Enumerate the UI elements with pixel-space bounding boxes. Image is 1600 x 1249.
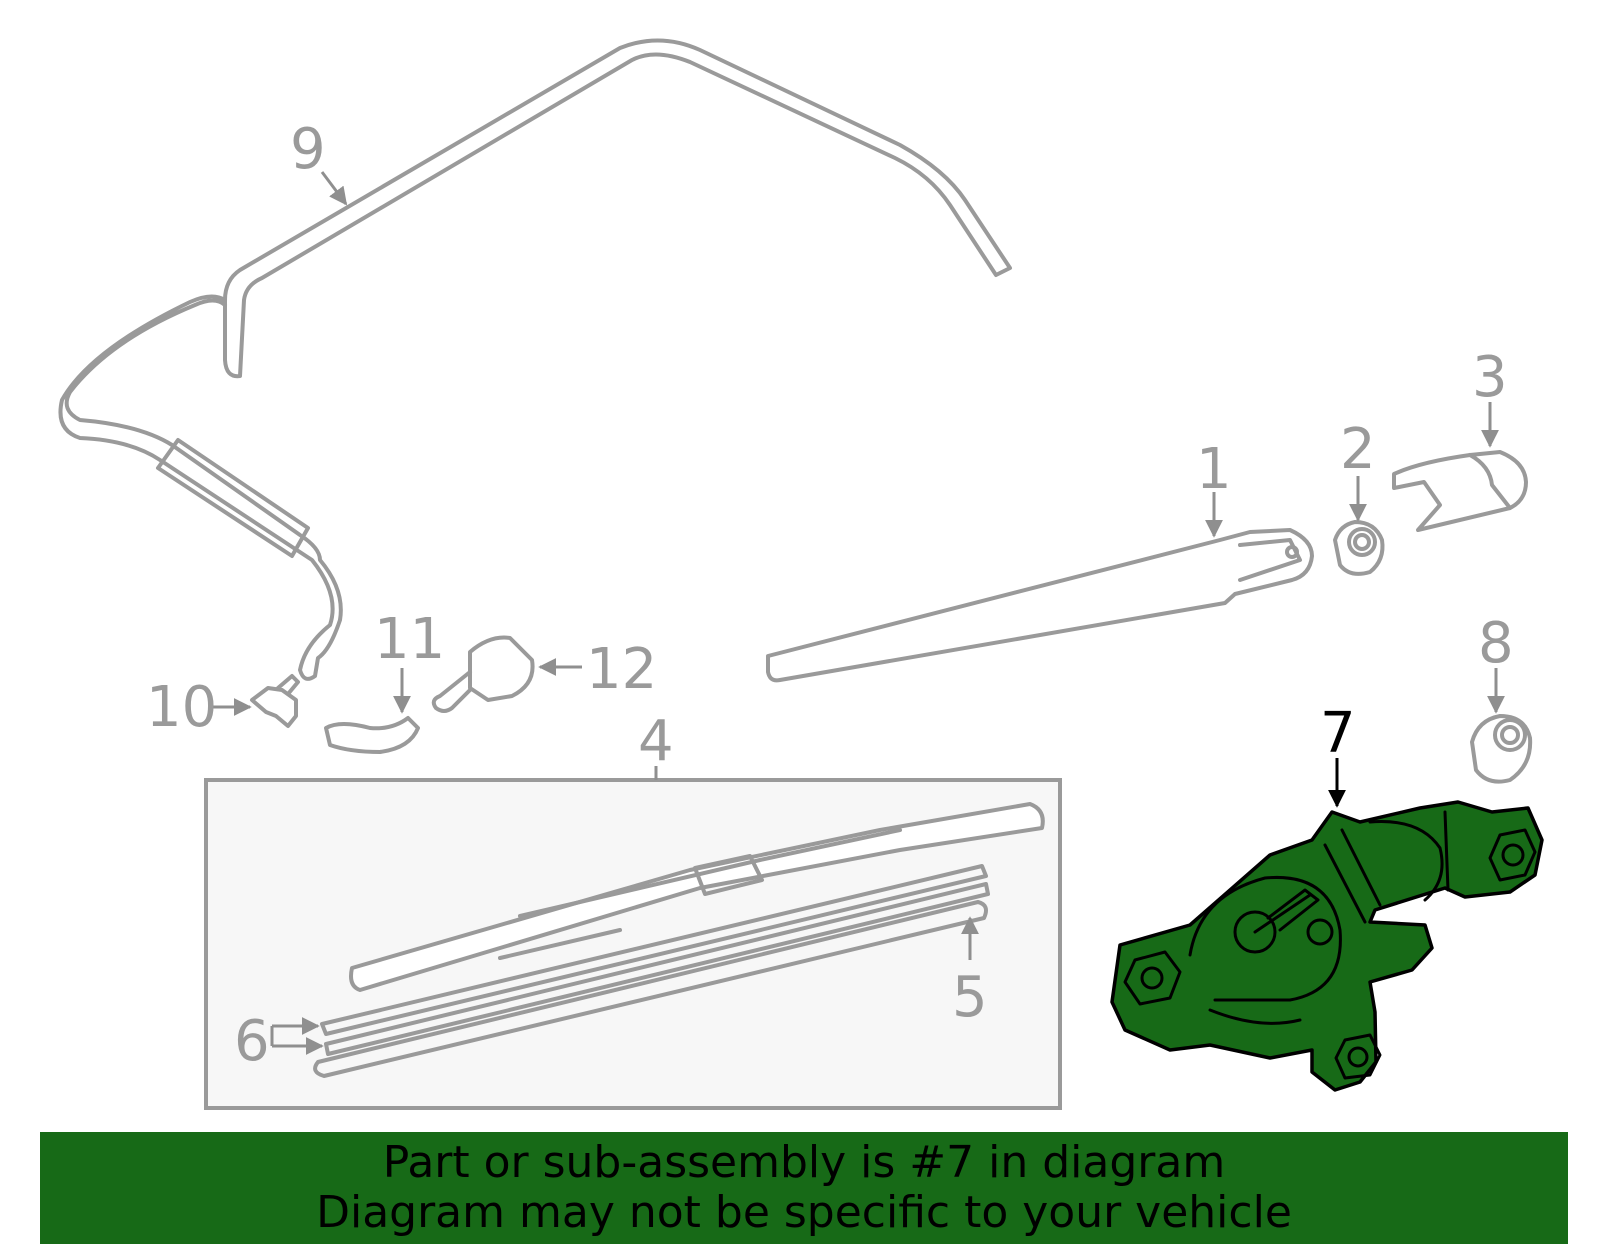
callout-8: 8 bbox=[1478, 611, 1514, 676]
callout-1: 1 bbox=[1196, 437, 1232, 502]
banner-line-2: Diagram may not be specific to your vehi… bbox=[316, 1187, 1292, 1238]
callout-10: 10 bbox=[146, 675, 217, 740]
callout-6: 6 bbox=[234, 1009, 270, 1074]
connector-part-10 bbox=[250, 674, 300, 728]
callout-9: 9 bbox=[290, 117, 326, 182]
info-banner: Part or sub-assembly is #7 in diagram Di… bbox=[40, 1132, 1568, 1244]
nozzle-part-12 bbox=[431, 635, 535, 713]
wiper-arm-part-1 bbox=[766, 528, 1314, 683]
callout-12: 12 bbox=[586, 637, 657, 702]
hose-piece-part-11 bbox=[324, 716, 420, 754]
wiper-motor-part-7 bbox=[1110, 800, 1544, 1092]
callout-3: 3 bbox=[1472, 345, 1508, 410]
callout-labels: 1 2 3 4 5 6 7 8 9 10 11 12 bbox=[146, 117, 1514, 1074]
callout-arrows bbox=[210, 171, 1505, 1055]
washer-hose-part-9 bbox=[58, 38, 1012, 681]
callout-2: 2 bbox=[1340, 417, 1376, 482]
callout-11: 11 bbox=[374, 607, 445, 672]
nut-part-2 bbox=[1333, 520, 1385, 576]
blade-rubber-part-6 bbox=[320, 864, 990, 1056]
blade-refill-part-5 bbox=[313, 900, 988, 1078]
cap-part-3 bbox=[1392, 450, 1528, 532]
callout-4: 4 bbox=[638, 709, 674, 774]
grommet-part-8 bbox=[1470, 714, 1533, 784]
banner-line-1: Part or sub-assembly is #7 in diagram bbox=[382, 1137, 1226, 1188]
callout-7: 7 bbox=[1320, 701, 1356, 766]
callout-5: 5 bbox=[952, 965, 988, 1030]
